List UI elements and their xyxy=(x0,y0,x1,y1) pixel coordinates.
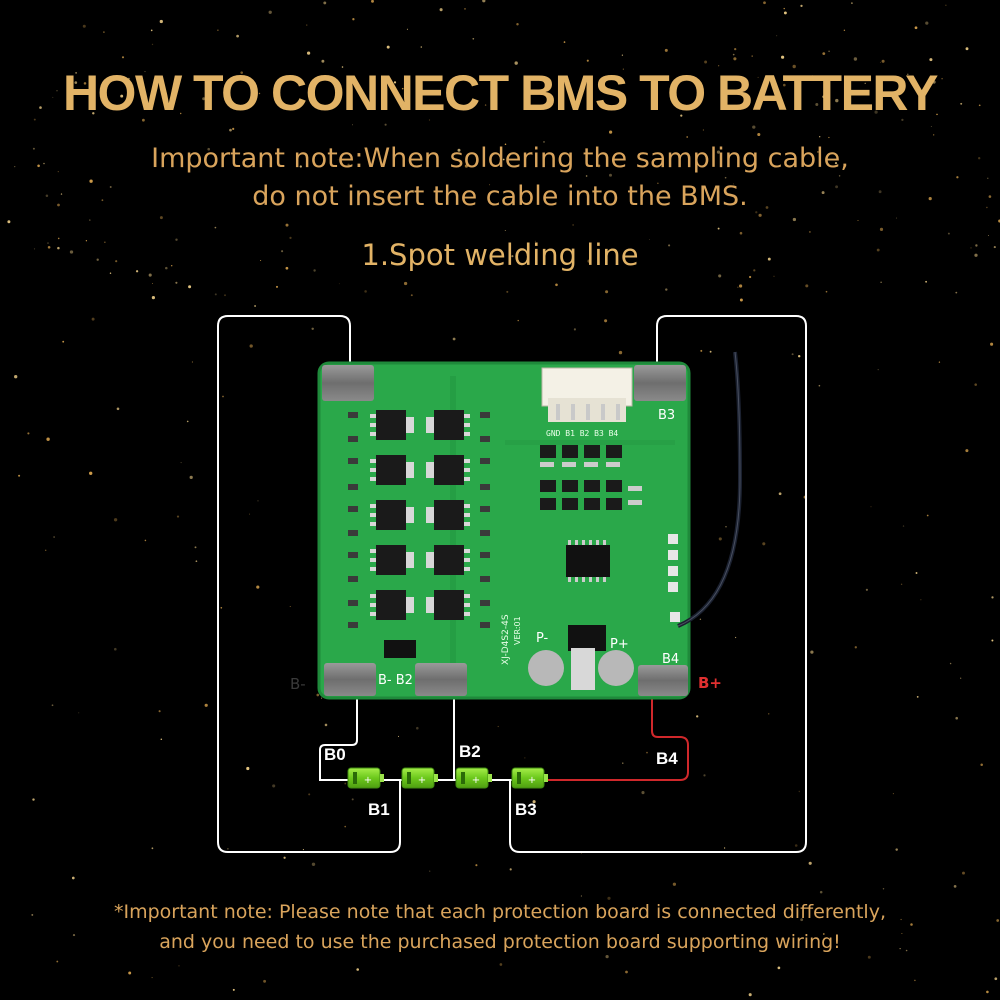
note-line-2: do not insert the cable into the BMS. xyxy=(252,181,748,212)
battery-cell-2: + xyxy=(401,767,438,789)
connector-pin-labels: GND B1 B2 B3 B4 xyxy=(546,429,618,438)
b2-board-label: B- B2 xyxy=(378,673,413,688)
thermistor-pin-header xyxy=(668,534,680,622)
b0-left-loop-wire xyxy=(319,690,358,781)
control-ic-chip xyxy=(566,540,610,582)
board-model-text: XJ-D4S2-4S xyxy=(501,614,511,665)
battery-cell-1: + xyxy=(347,767,384,789)
b2-pad xyxy=(415,663,467,696)
right-resistor-row xyxy=(480,412,490,628)
wire-label-b2: B2 xyxy=(459,742,481,761)
p-terminal-tab xyxy=(571,648,595,690)
ntc-probe-highlight xyxy=(677,351,741,627)
step-heading: 1.Spot welding line xyxy=(361,238,639,272)
left-outer-wire xyxy=(217,315,401,853)
footer-line-2: and you need to use the purchased protec… xyxy=(159,931,841,953)
bms-pcb-board: GND B1 B2 B3 B4 xyxy=(317,361,691,700)
page-title: HOW TO CONNECT BMS TO BATTERY xyxy=(62,65,939,121)
important-note: Important note:When soldering the sampli… xyxy=(0,140,1000,216)
battery-cell-3: + xyxy=(455,767,492,789)
p-terminal-mosfet xyxy=(568,625,606,651)
right-outer-wire xyxy=(509,315,807,853)
sampling-connector xyxy=(541,367,633,422)
note-line-1: Important note:When soldering the sampli… xyxy=(151,143,849,174)
bottom-transistor xyxy=(384,640,416,658)
b3-board-label: B3 xyxy=(658,408,675,423)
p-minus-label: P- xyxy=(536,631,549,646)
b-plus-label: B+ xyxy=(698,674,722,692)
p-plus-label: P+ xyxy=(610,637,629,652)
wire-label-b3: B3 xyxy=(515,800,537,819)
board-version-text: VER:01 xyxy=(513,616,522,645)
b4-red-wire xyxy=(545,696,689,781)
svg-text:+: + xyxy=(528,775,536,786)
footer-line-1: *Important note: Please note that each p… xyxy=(113,901,886,923)
transistor-array xyxy=(540,445,622,510)
left-resistor-row xyxy=(348,412,358,628)
p-minus-solder-pad xyxy=(528,650,564,686)
svg-text:+: + xyxy=(418,775,426,786)
wire-label-b4: B4 xyxy=(656,749,678,768)
svg-text:+: + xyxy=(364,775,372,786)
b4-pad xyxy=(638,665,688,696)
wire-label-b0: B0 xyxy=(324,745,346,764)
battery-cell-4: + xyxy=(511,767,548,789)
b0-pad xyxy=(322,365,374,401)
footer-note: *Important note: Please note that each p… xyxy=(0,897,1000,957)
p-plus-solder-pad xyxy=(598,650,634,686)
svg-text:+: + xyxy=(472,775,480,786)
passive-component-grid xyxy=(540,462,642,505)
wire-label-b1: B1 xyxy=(368,800,390,819)
b-minus-faded-label: B- xyxy=(290,675,306,693)
b-minus-pad xyxy=(324,663,376,696)
b3-top-pad xyxy=(634,365,686,401)
b4-board-label: B4 xyxy=(662,652,679,667)
